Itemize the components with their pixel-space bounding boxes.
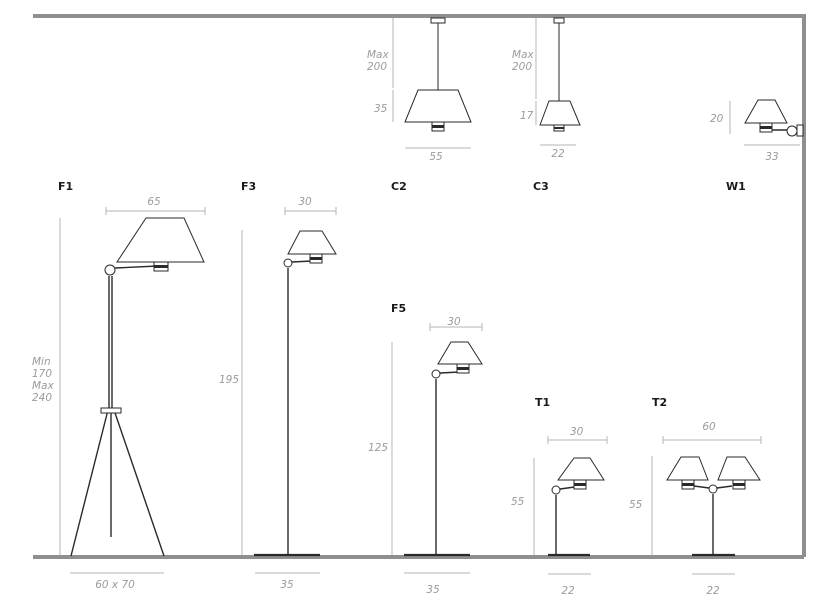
lamp-f1: F1 65 Min 170 Max 240 60 x 70 — [32, 180, 206, 591]
f5-height: 125 — [368, 442, 388, 454]
c2-drop-line-2: 200 — [367, 61, 387, 73]
room-frame — [33, 14, 806, 559]
t2-shade-width: 60 — [702, 421, 716, 433]
f1-base-size: 60 x 70 — [95, 579, 135, 591]
lamp-code-t1: T1 — [535, 396, 550, 409]
c2-shade-height: 35 — [374, 103, 388, 115]
lamp-code-f5: F5 — [391, 302, 406, 315]
c2-shade-width: 55 — [429, 151, 443, 163]
lamp-t1: T1 30 55 22 — [511, 396, 608, 597]
t2-base-size: 22 — [706, 585, 720, 597]
f1-height-line-3: Max — [32, 380, 54, 392]
f5-base-size: 35 — [426, 584, 440, 596]
f3-shade-width: 30 — [298, 196, 312, 208]
c3-shade-height: 17 — [520, 110, 534, 122]
f3-height: 195 — [219, 374, 239, 386]
lamp-f3: F3 30 195 35 — [219, 180, 337, 591]
lamp-code-w1: W1 — [726, 180, 746, 193]
lamp-t2: T2 60 55 22 — [629, 396, 762, 597]
w1-shade-width: 33 — [765, 151, 778, 163]
lamp-code-f1: F1 — [58, 180, 73, 193]
c2-drop-line-1: Max — [367, 49, 389, 61]
t1-shade-width: 30 — [570, 426, 584, 438]
lamp-w1: W1 20 33 — [710, 99, 804, 193]
lamp-f5: F5 30 125 35 — [368, 302, 483, 596]
t1-height: 55 — [511, 496, 525, 508]
w1-shade-height: 20 — [710, 113, 724, 125]
t2-height: 55 — [629, 499, 643, 511]
lamp-code-c2: C2 — [391, 180, 407, 193]
lamp-code-t2: T2 — [652, 396, 667, 409]
f3-base-size: 35 — [280, 579, 294, 591]
lamp-c3: C3 Max 200 17 22 — [512, 17, 581, 193]
lamp-c2: C2 Max 200 35 55 — [367, 17, 472, 193]
c3-shade-width: 22 — [551, 148, 565, 160]
c3-drop-line-1: Max — [512, 49, 534, 61]
t1-base-size: 22 — [561, 585, 575, 597]
f1-shade-width: 65 — [147, 196, 161, 208]
f1-height-line-1: Min — [32, 356, 51, 368]
f1-height-line-4: 240 — [32, 392, 52, 404]
lamp-code-c3: C3 — [533, 180, 549, 193]
lamp-code-f3: F3 — [241, 180, 256, 193]
f5-shade-width: 30 — [447, 316, 461, 328]
c3-drop-line-2: 200 — [512, 61, 532, 73]
f1-height-line-2: 170 — [32, 368, 52, 380]
